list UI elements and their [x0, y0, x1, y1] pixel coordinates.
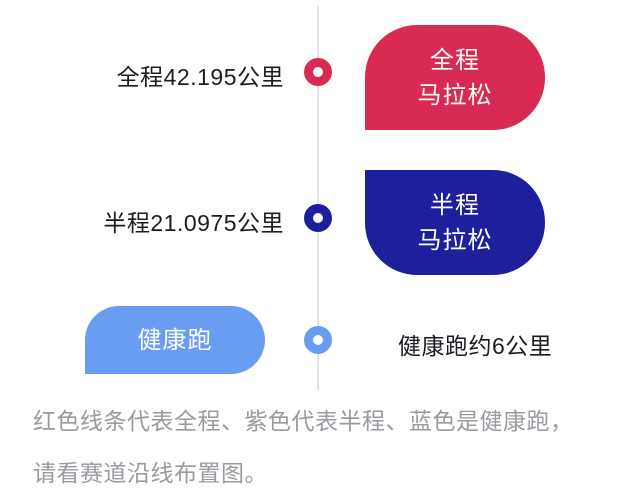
timeline-dot-half-marathon — [304, 204, 332, 232]
timeline-dot-fun-run — [304, 326, 332, 354]
timeline-vertical-line — [317, 6, 319, 390]
full-marathon-badge: 全程 马拉松 — [365, 25, 545, 130]
half-marathon-badge-line1: 半程 — [430, 191, 480, 219]
timeline-dot-full-marathon — [304, 58, 332, 86]
full-marathon-distance-label: 全程42.195公里 — [116, 64, 284, 90]
fun-run-badge: 健康跑 — [85, 306, 265, 374]
half-marathon-distance-label: 半程21.0975公里 — [103, 210, 284, 236]
full-marathon-badge-line2: 马拉松 — [417, 81, 493, 109]
fun-run-badge-line1: 健康跑 — [137, 326, 213, 354]
legend-caption-line1: 红色线条代表全程、紫色代表半程、蓝色是健康跑， — [33, 408, 574, 434]
half-marathon-badge: 半程 马拉松 — [365, 170, 545, 275]
legend-caption: 红色线条代表全程、紫色代表半程、蓝色是健康跑， 请看赛道沿线布置图。 — [33, 395, 574, 490]
legend-caption-line2: 请看赛道沿线布置图。 — [33, 460, 268, 486]
fun-run-distance-label: 健康跑约6公里 — [398, 333, 553, 359]
half-marathon-badge-line2: 马拉松 — [417, 226, 493, 254]
full-marathon-badge-line1: 全程 — [430, 46, 480, 74]
